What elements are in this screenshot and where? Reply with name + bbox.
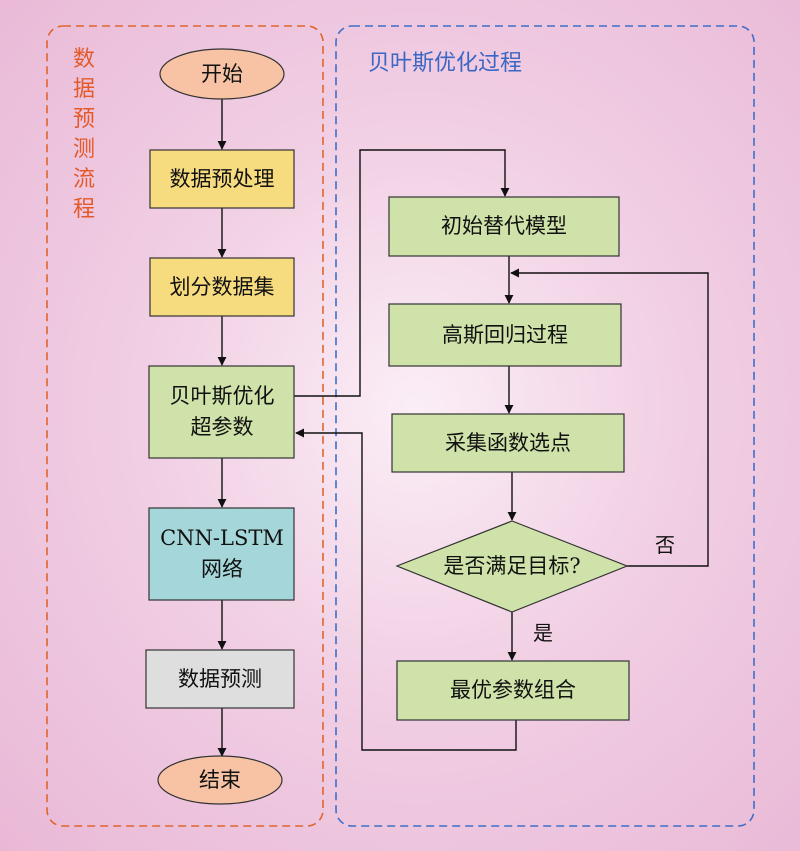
split-node-label: 划分数据集 [170,275,275,299]
left-group-label-char-5: 程 [73,197,95,222]
decision-node [395,520,629,613]
init-model-node-label: 初始替代模型 [441,214,567,238]
edge-bayes-init [294,149,510,397]
split-node [149,257,295,317]
gp-node-label: 高斯回归过程 [442,323,568,347]
cnn-lstm-node-label-2: 网络 [201,557,243,581]
preprocess-node-label: 数据预处理 [170,167,275,191]
bayes-node-label-2: 超参数 [191,415,254,439]
cnn-lstm-node [148,507,295,601]
right-group-label: 贝叶斯优化过程 [368,51,522,76]
left-group-border [46,25,324,827]
edge-label-no: 否 [655,533,675,557]
end-node [157,755,283,805]
decision-node-label: 是否满足目标? [443,554,580,578]
predict-node [145,649,295,709]
left-group-label-char-4: 流 [73,167,95,192]
gp-node [388,303,622,367]
init-model-node [388,196,620,257]
left-group-label-char-3: 测 [73,137,95,162]
edge-best-bayes [295,428,517,751]
left-group-label-char-0: 数 [73,47,95,72]
best-params-node-label: 最优参数组合 [450,678,576,702]
edge-decision-no-loop [510,268,709,567]
best-params-node [396,660,630,721]
edge-label-yes: 是 [533,621,553,645]
acq-node-label: 采集函数选点 [445,431,571,455]
bayes-node-label-1: 贝叶斯优化 [170,384,275,408]
cnn-lstm-node-label-1: CNN-LSTM [160,526,284,550]
acq-node [391,413,625,473]
preprocess-node [149,149,295,209]
left-group-label-char-1: 据 [73,77,95,102]
predict-node-label: 数据预测 [178,667,262,691]
right-group-border [335,25,755,827]
start-node-label: 开始 [201,62,243,86]
end-node-label: 结束 [199,768,241,792]
start-node [159,48,285,100]
left-group-label-char-2: 预 [73,107,95,132]
bayes-node [148,365,295,459]
